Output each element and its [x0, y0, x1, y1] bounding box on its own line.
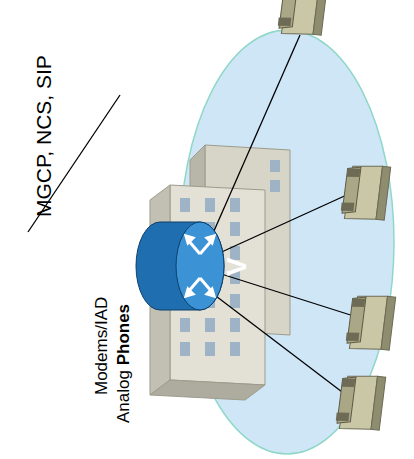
analog-phone — [331, 153, 402, 231]
voice-router — [136, 222, 224, 310]
phone-wires — [208, 35, 362, 398]
device-label: Modems/IAD — [92, 255, 114, 395]
protocol-label: MGCP, NCS, SIP — [32, 5, 58, 217]
analog-phone — [326, 363, 397, 441]
device-label: Analog — [114, 370, 133, 423]
analog-phone — [336, 283, 407, 361]
device-label-bold: Phones — [114, 304, 133, 365]
router-symbol-letter: V — [222, 250, 252, 284]
analog-phone — [268, 0, 339, 46]
device-label-line: Analog Phones — [114, 255, 136, 423]
